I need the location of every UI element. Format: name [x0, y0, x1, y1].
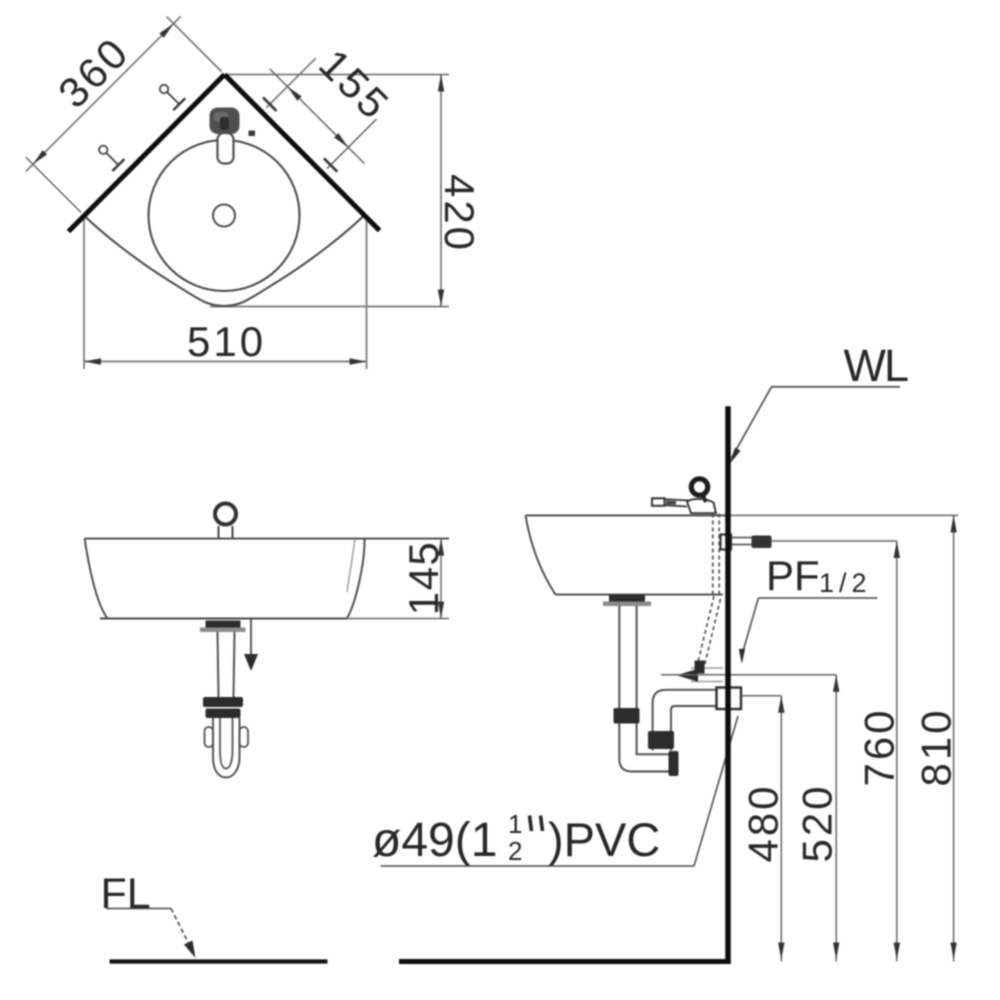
- svg-text:FL: FL: [101, 870, 151, 918]
- svg-text:420: 420: [436, 174, 483, 253]
- svg-text:520: 520: [794, 783, 841, 862]
- svg-text:PF: PF: [766, 552, 820, 599]
- svg-text:145: 145: [400, 541, 447, 616]
- svg-text:480: 480: [740, 783, 787, 862]
- svg-text:1/2: 1/2: [819, 568, 872, 598]
- svg-text:ø49(1: ø49(1: [372, 814, 497, 867]
- svg-text:2: 2: [508, 836, 522, 866]
- svg-text:WL: WL: [844, 340, 908, 391]
- svg-text:510: 510: [187, 318, 266, 365]
- svg-text:1: 1: [508, 809, 522, 839]
- svg-text:810: 810: [913, 707, 960, 786]
- svg-text:)PVC: )PVC: [548, 813, 660, 866]
- svg-text:760: 760: [856, 707, 903, 786]
